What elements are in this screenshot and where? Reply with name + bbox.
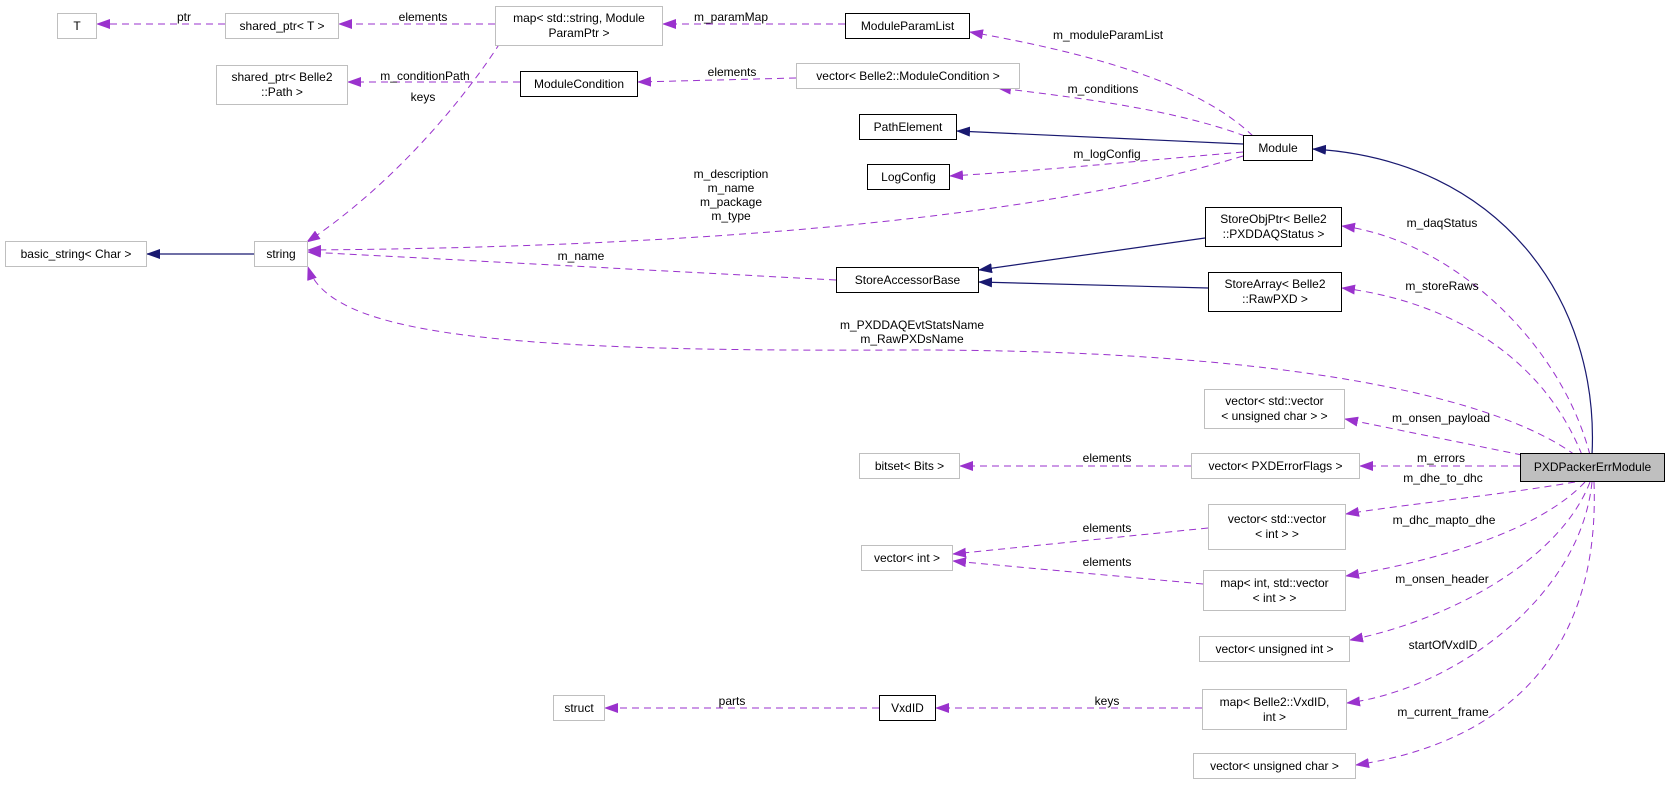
node-T: T: [57, 13, 97, 39]
edge-module-strings: [307, 155, 1244, 255]
edge-m-dhc-mapto-dhe: [1345, 481, 1586, 579]
label-parts: parts: [718, 694, 746, 708]
node-module-param-list[interactable]: ModuleParamList: [845, 13, 970, 39]
node-module-condition[interactable]: ModuleCondition: [520, 71, 638, 97]
node-string: string: [254, 241, 308, 267]
node-pxd-packer-err-module: PXDPackerErrModule: [1520, 453, 1665, 482]
edge-elements-map-int: [952, 557, 1204, 585]
label-keys-vxdid: keys: [1094, 694, 1120, 708]
label-m-conditions: m_conditions: [1067, 82, 1139, 96]
node-basic-string: basic_string< Char >: [5, 241, 147, 267]
label-elements-conditions: elements: [707, 65, 757, 79]
label-pxd-string-members: m_PXDDAQEvtStatsName m_RawPXDsName: [839, 318, 985, 346]
edge-pxd-strings: [307, 266, 1576, 456]
label-module-string-members: m_description m_name m_package m_type: [693, 167, 769, 223]
edge-elements-vvi: [952, 527, 1209, 558]
label-m-moduleParamList: m_moduleParamList: [1052, 28, 1164, 42]
label-m-logConfig: m_logConfig: [1073, 147, 1141, 161]
edge-inherit-obj-ptr-base: [978, 237, 1206, 274]
edge-m-name: [307, 247, 837, 281]
edge-m-onsen-payload: [1344, 416, 1523, 456]
node-map-vxdid-int: map< Belle2::VxdID, int >: [1202, 689, 1347, 730]
label-startOfVxdID: startOfVxdID: [1408, 638, 1478, 652]
label-m-paramMap: m_paramMap: [693, 10, 769, 24]
node-shared-ptr-t: shared_ptr< T >: [225, 13, 339, 39]
edge-m-daqStatus: [1341, 222, 1591, 456]
node-map-int-vector: map< int, std::vector < int > >: [1203, 570, 1346, 611]
label-elements-vvi: elements: [1082, 521, 1132, 535]
label-ptr: ptr: [176, 10, 192, 24]
node-vector-module-condition: vector< Belle2::ModuleCondition >: [796, 63, 1020, 89]
node-vxd-id[interactable]: VxdID: [879, 695, 936, 721]
node-store-obj-ptr[interactable]: StoreObjPtr< Belle2 ::PXDDAQStatus >: [1205, 207, 1342, 247]
edge-inherit-module-path-element: [956, 126, 1244, 145]
node-bitset: bitset< Bits >: [859, 453, 960, 479]
label-m-errors: m_errors: [1416, 451, 1466, 465]
edge-m-onsen-header: [1349, 481, 1591, 643]
label-m-daqStatus: m_daqStatus: [1406, 216, 1478, 230]
node-vector-uchar: vector< unsigned char >: [1193, 753, 1356, 779]
edge-m-logConfig: [949, 151, 1244, 181]
node-path-element[interactable]: PathElement: [859, 114, 957, 140]
node-vector-vector-uchar: vector< std::vector < unsigned char > >: [1204, 389, 1345, 429]
edge-m-storeRaws: [1341, 284, 1583, 456]
edge-m-dhe-to-dhc: [1345, 481, 1576, 517]
node-struct: struct: [553, 695, 605, 721]
label-keys-map-param: keys: [410, 90, 436, 104]
edge-elements-conditions: [637, 76, 797, 87]
edge-m-current-frame: [1355, 481, 1595, 768]
label-m-current-frame: m_current_frame: [1397, 705, 1489, 719]
node-log-config[interactable]: LogConfig: [867, 164, 950, 190]
node-vector-vector-int: vector< std::vector < int > >: [1208, 504, 1346, 550]
node-vector-uint: vector< unsigned int >: [1199, 636, 1350, 662]
label-m-conditionPath: m_conditionPath: [380, 69, 470, 83]
edge-m-conditions: [997, 84, 1246, 137]
label-m-dhe-to-dhc: m_dhe_to_dhc: [1403, 471, 1483, 485]
node-shared-ptr-path: shared_ptr< Belle2 ::Path >: [216, 65, 348, 105]
node-map-string-module-param-ptr: map< std::string, Module ParamPtr >: [495, 6, 663, 46]
node-store-accessor-base[interactable]: StoreAccessorBase: [836, 267, 979, 293]
label-elements-map-int: elements: [1082, 555, 1132, 569]
label-m-name: m_name: [557, 249, 605, 263]
node-vector-pxd-error-flags: vector< PXDErrorFlags >: [1191, 453, 1360, 479]
label-elements-bitset: elements: [1082, 451, 1132, 465]
label-m-storeRaws: m_storeRaws: [1405, 279, 1479, 293]
node-module[interactable]: Module: [1243, 135, 1313, 161]
label-m-onsen-header: m_onsen_header: [1395, 572, 1489, 586]
label-elements-shared-ptr: elements: [398, 10, 448, 24]
label-m-onsen-payload: m_onsen_payload: [1391, 411, 1491, 425]
node-vector-int: vector< int >: [861, 545, 953, 571]
node-store-array[interactable]: StoreArray< Belle2 ::RawPXD >: [1208, 272, 1342, 312]
edge-m-moduleParamList: [969, 29, 1254, 137]
edge-keys-map-param: [306, 42, 501, 243]
label-m-dhc-mapto-dhe: m_dhc_mapto_dhe: [1392, 513, 1496, 527]
edge-inherit-array-base: [978, 277, 1209, 289]
edge-inherit-pxd-module: [1312, 144, 1594, 456]
